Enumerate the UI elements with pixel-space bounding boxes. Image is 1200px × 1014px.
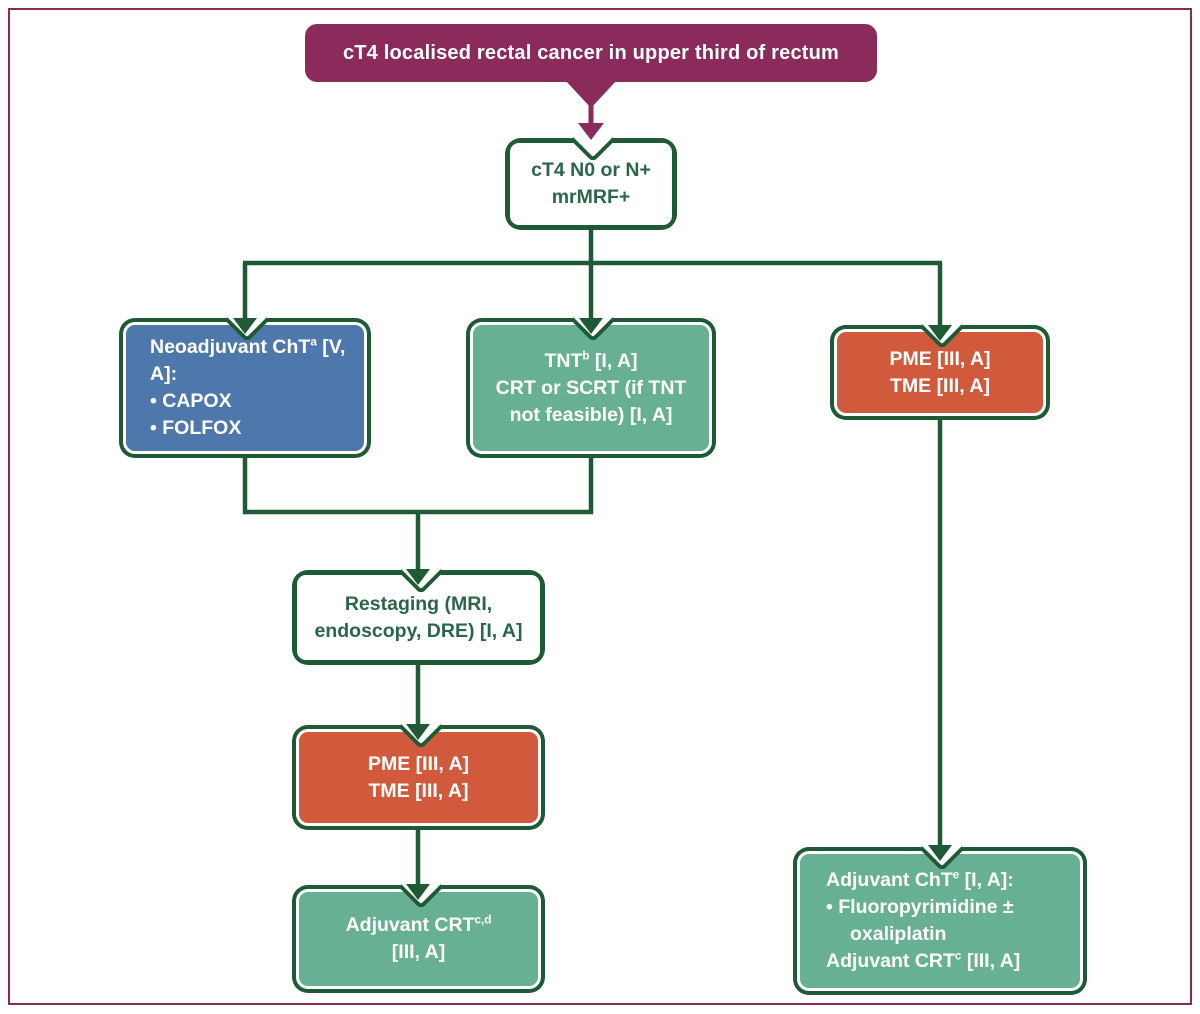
node-adjuvant-crt: Adjuvant CRTc,d [III, A] [292, 864, 545, 993]
node-line: cT4 N0 or N+ [531, 159, 651, 181]
flowchart-title: cT4 localised rectal cancer in upper thi… [305, 24, 877, 82]
node-line: PME [III, A] [889, 347, 991, 370]
node-line: CRT or SCRT (if TNT [495, 376, 687, 399]
node-neoadjuvant-cht: Neoadjuvant ChTa [V, A]: • CAPOX • FOLFO… [119, 297, 371, 458]
node-pme-tme: PME [III, A] TME [III, A] [292, 704, 545, 830]
node-line: Neoadjuvant ChTa [V, A]: [150, 335, 346, 385]
node-line: Adjuvant ChTe [I, A]: [826, 868, 1014, 891]
node-restaging: Restaging (MRI, endoscopy, DRE) [I, A] [292, 549, 545, 665]
node-line: mrMRF+ [551, 186, 631, 208]
node-line: TME [III, A] [368, 779, 469, 802]
node-line: TNTb [I, A] [544, 349, 638, 372]
node-line: • Fluoropyrimidine ± [826, 896, 1014, 918]
wire-merge [242, 458, 594, 515]
node-line: not feasible) [I, A] [509, 403, 673, 426]
node-staging: cT4 N0 or N+ mrMRF+ [505, 117, 677, 230]
node-line: Adjuvant CRTc [III, A] [826, 949, 1021, 972]
node-line: PME [III, A] [367, 752, 470, 775]
node-pme-tme-upfront: PME [III, A] TME [III, A] [830, 304, 1050, 420]
node-line: oxaliplatin [850, 923, 947, 945]
node-tnt: TNTb [I, A] CRT or SCRT (if TNT not feas… [466, 297, 716, 458]
node-line: endoscopy, DRE) [I, A] [314, 619, 523, 642]
node-line: [III, A] [391, 941, 446, 963]
node-line: TME [III, A] [889, 374, 990, 397]
node-line: Restaging (MRI, [344, 592, 493, 615]
node-line: • FOLFOX [150, 417, 242, 439]
title-pointer-tab [565, 80, 617, 108]
node-adjuvant-cht: Adjuvant ChTe [I, A]: • Fluoropyrimidine… [793, 826, 1087, 995]
node-line: • CAPOX [150, 390, 232, 412]
node-line: Adjuvant CRTc,d [345, 913, 492, 936]
